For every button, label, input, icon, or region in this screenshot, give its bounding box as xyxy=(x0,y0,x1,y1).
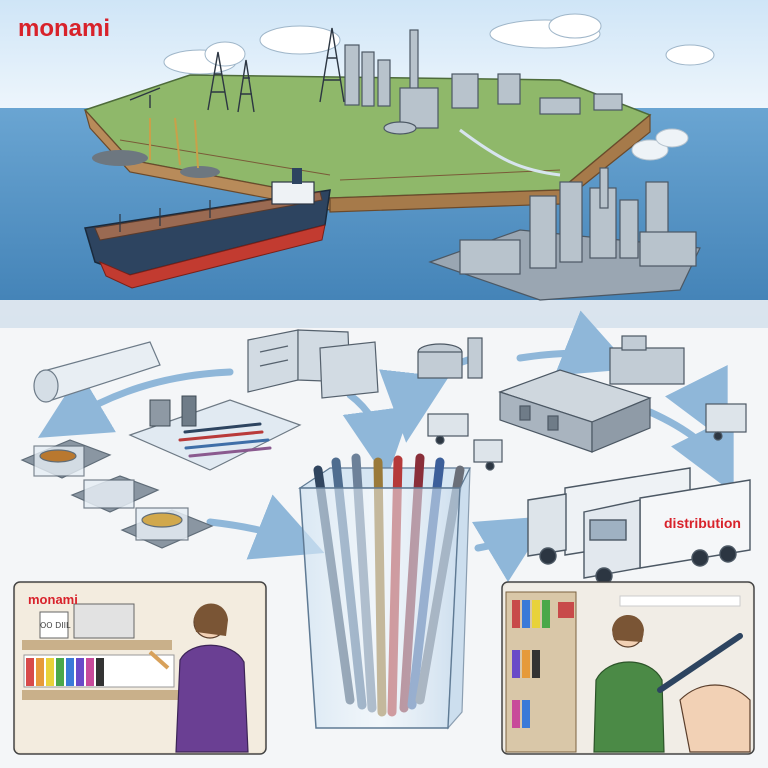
refinery xyxy=(428,167,701,301)
brand-logo: monami xyxy=(18,15,110,42)
island-plant xyxy=(344,29,623,135)
assembly-tray xyxy=(128,395,302,471)
oil-scene: monami xyxy=(0,0,768,340)
process-section: distribution xyxy=(20,310,751,585)
cloud xyxy=(163,13,715,75)
pen-cup xyxy=(298,453,471,730)
raw-resin-roll xyxy=(33,341,161,403)
smoke xyxy=(631,128,689,161)
small-trucks xyxy=(427,403,747,471)
factory-machines xyxy=(417,335,685,385)
truck-label: distribution xyxy=(664,515,741,531)
bookshelf xyxy=(505,591,577,753)
pellet-trays xyxy=(20,439,214,549)
markers-row xyxy=(23,654,175,688)
distribution-trucks xyxy=(527,467,751,585)
hand-holding-pen xyxy=(657,633,751,753)
shopper-left xyxy=(148,603,249,753)
oil-tanker xyxy=(84,168,331,289)
store-panel-left: OO DIIL monami xyxy=(13,581,267,755)
oil-derricks xyxy=(129,27,345,113)
flow-arrows xyxy=(37,310,734,583)
shopper-right xyxy=(593,615,665,753)
warehouse xyxy=(498,369,652,453)
component-boxes xyxy=(247,329,379,399)
store-panel-right xyxy=(501,581,755,755)
shelf-sign: OO DIIL xyxy=(40,621,71,630)
panel-brand-left: monami xyxy=(28,592,78,607)
